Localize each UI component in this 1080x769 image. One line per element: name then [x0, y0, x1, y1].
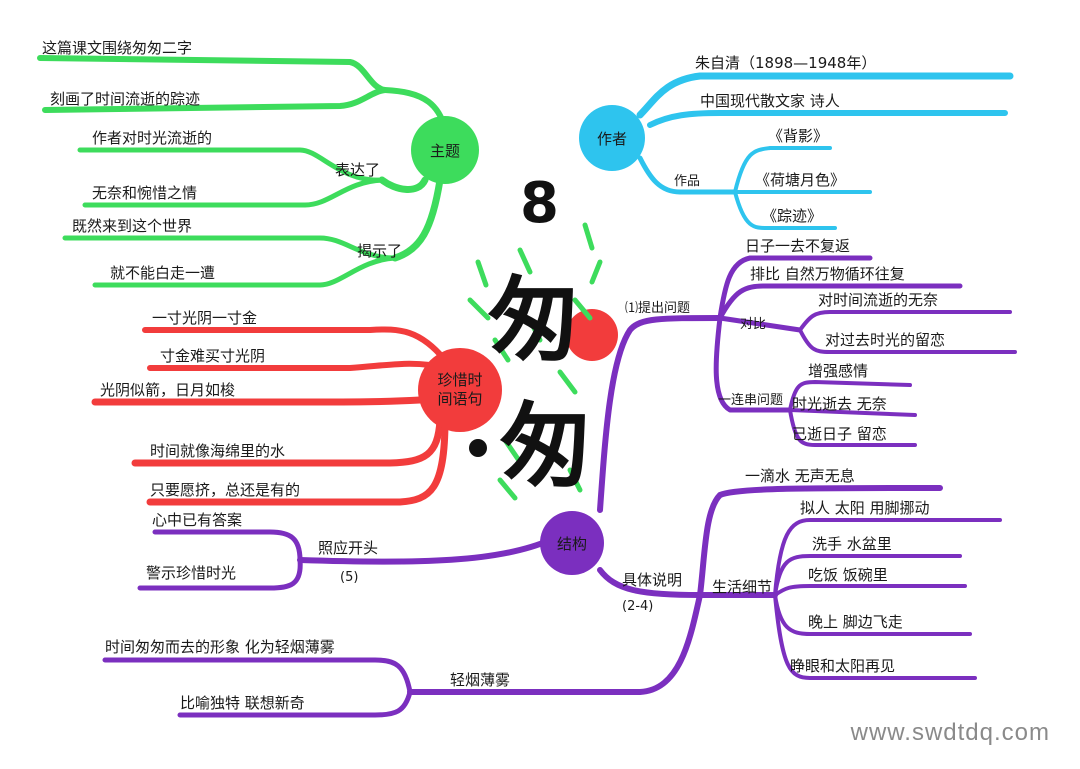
questions-contrast-2: 对过去时光的留恋	[825, 331, 945, 349]
node-structure[interactable]: 结构	[540, 511, 604, 575]
questions-series-1: 增强感情	[808, 362, 868, 380]
theme-line-5: 既然来到这个世界	[72, 217, 192, 235]
questions-label: ⑴提出问题	[625, 300, 690, 316]
title-char-2: 匆	[499, 392, 592, 500]
cherish-quote-5: 只要愿挤，总还是有的	[150, 481, 300, 499]
author-work-3: 《踪迹》	[762, 207, 822, 225]
detail-life-2: 洗手 水盆里	[812, 535, 892, 553]
theme-line-4: 无奈和惋惜之情	[92, 184, 197, 202]
structure-node-circle	[540, 511, 604, 575]
theme-node-circle	[411, 116, 479, 184]
theme-revealed-label: 揭示了	[357, 242, 402, 260]
author-name: 朱自清（1898—1948年）	[695, 54, 876, 72]
node-cherish[interactable]: 珍惜时 间语句	[418, 348, 502, 432]
questions-parallel: 排比 自然万物循环往复	[750, 265, 905, 283]
questions-series-3: 已逝日子 留恋	[792, 425, 887, 443]
theme-line-6: 就不能白走一遭	[110, 264, 215, 282]
smoke-label: 轻烟薄雾	[450, 671, 510, 689]
questions-series-label: 一连串问题	[718, 392, 783, 408]
cherish-branch-lines	[91, 326, 449, 506]
structure-branch-lines	[102, 255, 1017, 718]
questions-series-2: 时光逝去 无奈	[792, 395, 887, 413]
author-node-label: 作者	[597, 130, 627, 148]
structure-node-label: 结构	[557, 535, 587, 553]
cherish-node-line1: 珍惜时	[437, 371, 482, 389]
smoke-item-1: 时间匆匆而去的形象 化为轻烟薄雾	[105, 638, 335, 656]
watermark: www.swdtdq.com	[850, 719, 1050, 746]
detail-water: 一滴水 无声无息	[745, 467, 855, 485]
author-work-2: 《荷塘月色》	[755, 171, 845, 189]
detail-life-3: 吃饭 饭碗里	[808, 566, 888, 584]
detail-life-5: 睁眼和太阳再见	[790, 657, 895, 675]
theme-expressed-label: 表达了	[335, 161, 380, 179]
author-work-1: 《背影》	[768, 127, 828, 145]
detail-life-label: 生活细节	[712, 578, 772, 596]
theme-line-1: 这篇课文围绕匆匆二字	[42, 39, 192, 57]
detail-range: (2-4)	[622, 599, 653, 614]
cherish-node-line2: 间语句	[437, 390, 482, 408]
cherish-node-circle	[418, 348, 502, 432]
cherish-quote-4: 时间就像海绵里的水	[150, 442, 285, 460]
echo-item-1: 心中已有答案	[152, 511, 242, 529]
cherish-quote-1: 一寸光阴一寸金	[152, 309, 257, 327]
detail-life-1: 拟人 太阳 用脚挪动	[800, 499, 930, 517]
echo-label: 照应开头	[318, 539, 378, 557]
echo-range: (5)	[340, 570, 358, 585]
author-branch-lines	[636, 72, 1014, 231]
theme-line-3: 作者对时光流逝的	[92, 129, 212, 147]
detail-life-4: 晚上 脚边飞走	[808, 613, 903, 631]
cherish-quote-2: 寸金难买寸光阴	[160, 347, 265, 365]
questions-contrast-1: 对时间流逝的无奈	[818, 291, 938, 309]
ink-dot	[469, 439, 487, 457]
author-identity: 中国现代散文家 诗人	[700, 92, 840, 110]
author-node-circle	[579, 105, 645, 171]
theme-line-2: 刻画了时间流逝的踪迹	[50, 90, 200, 108]
node-theme[interactable]: 主题	[411, 116, 479, 184]
smoke-item-2: 比喻独特 联想新奇	[180, 694, 305, 712]
title-char-1: 匆	[487, 266, 580, 374]
theme-node-label: 主题	[430, 142, 460, 160]
author-works-label: 作品	[674, 174, 700, 189]
node-author[interactable]: 作者	[579, 105, 645, 171]
questions-first: 日子一去不复返	[745, 237, 850, 255]
questions-contrast-label: 对比	[740, 317, 766, 332]
echo-item-2: 警示珍惜时光	[146, 564, 236, 582]
detail-label: 具体说明	[622, 571, 682, 589]
grass-strokes	[467, 222, 603, 501]
lesson-number: 8	[520, 171, 559, 236]
cherish-quote-3: 光阴似箭，日月如梭	[100, 381, 235, 399]
red-splash-dot	[566, 309, 618, 361]
title-decoration	[467, 222, 618, 501]
